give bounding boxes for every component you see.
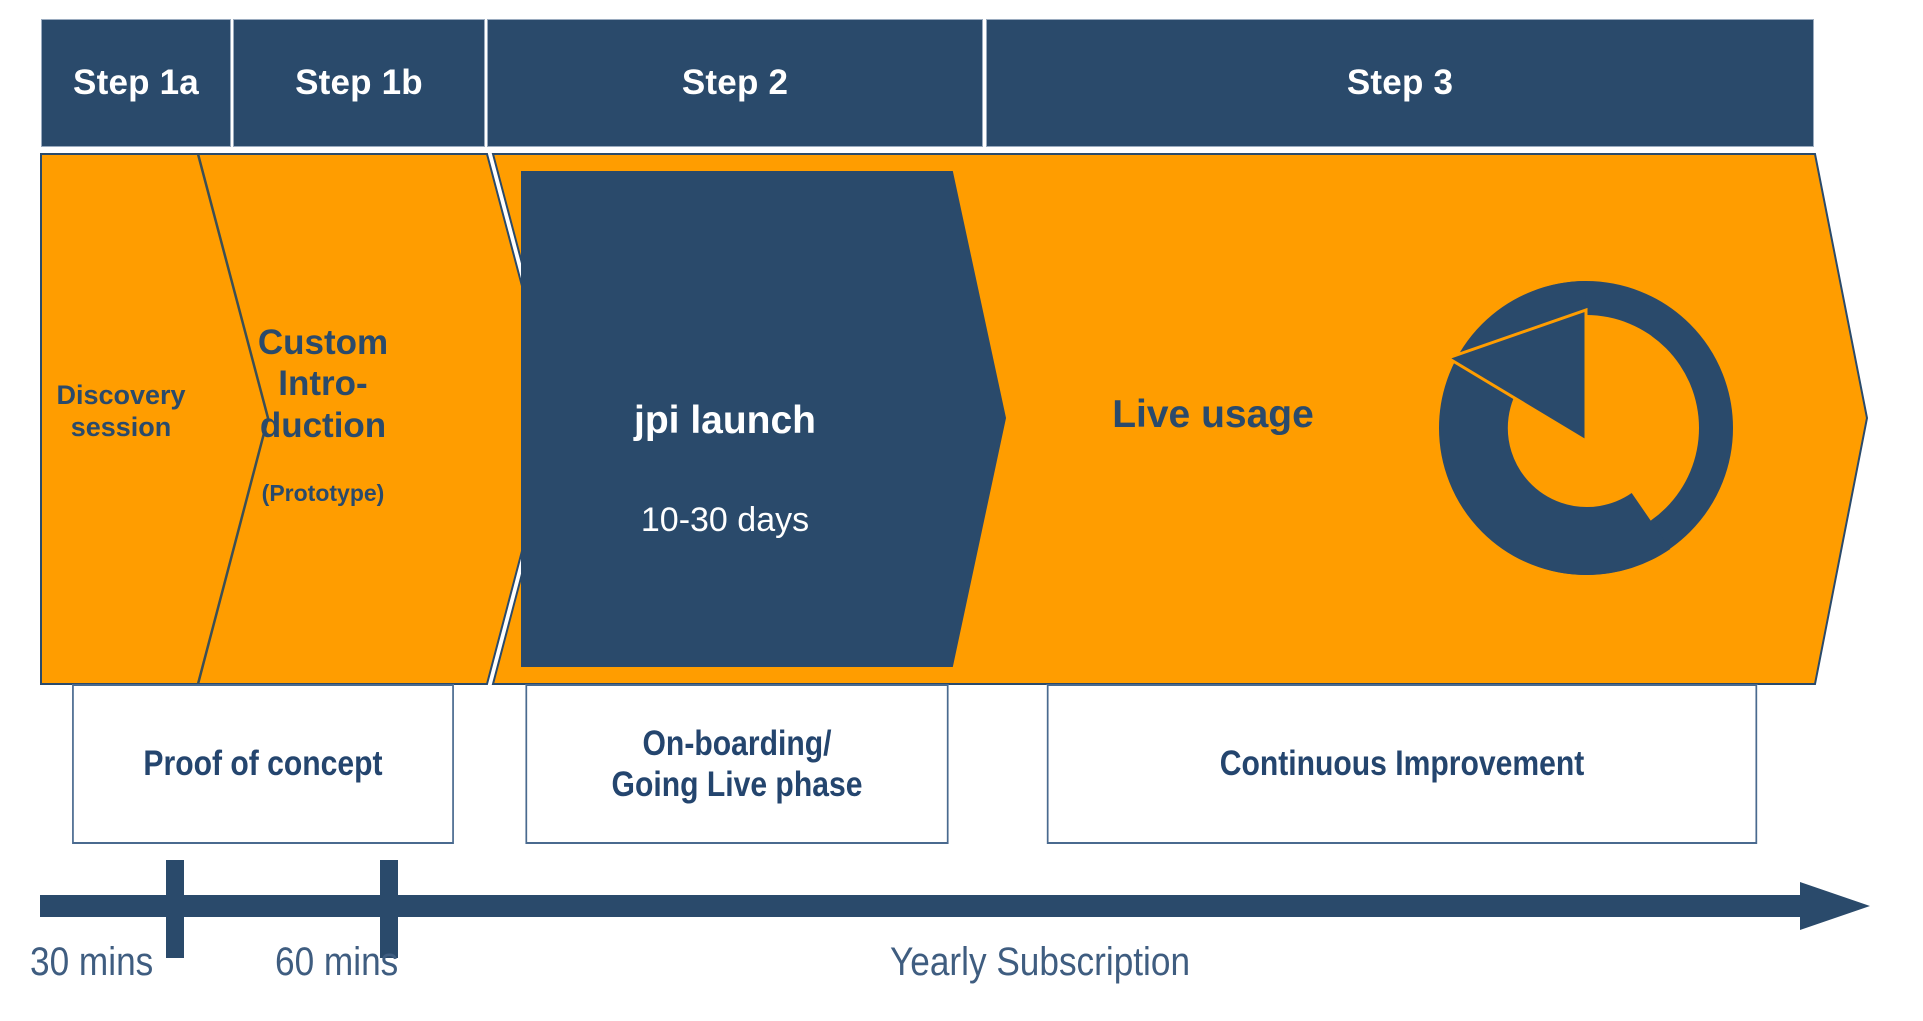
phase-onboarding-line-1: On-boarding/ bbox=[642, 723, 832, 763]
circular-arrow-icon bbox=[1439, 281, 1733, 575]
timeline-tick-1 bbox=[166, 860, 184, 958]
step-header-1b-label: Step 1b bbox=[295, 63, 423, 102]
timeline-shaft bbox=[40, 895, 1805, 917]
phase-box-onboarding-text: On-boarding/ Going Live phase bbox=[612, 723, 863, 806]
orange-chevron-poc[interactable] bbox=[40, 153, 559, 685]
phase-onboarding-line-2: Going Live phase bbox=[611, 765, 863, 804]
phase-poc-line-1: Proof of concept bbox=[143, 744, 383, 784]
step-header-1a[interactable]: Step 1a bbox=[41, 19, 231, 147]
step-header-1b[interactable]: Step 1b bbox=[233, 19, 485, 147]
timeline-tick-2 bbox=[380, 860, 398, 958]
blue-chevron-jpi-launch[interactable] bbox=[521, 171, 1007, 667]
chevron-internal-divider bbox=[196, 153, 270, 685]
timeline-arrowhead-icon bbox=[1800, 882, 1870, 930]
phase-box-continuous-improvement[interactable]: Continuous Improvement bbox=[1046, 684, 1758, 844]
timeline-label-60-mins: 60 mins bbox=[275, 940, 399, 984]
timeline-label-yearly-subscription: Yearly Subscription bbox=[890, 940, 1191, 984]
phase-box-proof-of-concept-text: Proof of concept bbox=[143, 743, 382, 784]
process-chevron-band bbox=[40, 153, 1869, 685]
step-header-2-label: Step 2 bbox=[681, 63, 789, 102]
phase-box-onboarding[interactable]: On-boarding/ Going Live phase bbox=[525, 684, 949, 844]
step-header-2[interactable]: Step 2 bbox=[487, 19, 983, 147]
phase-box-proof-of-concept[interactable]: Proof of concept bbox=[72, 684, 454, 844]
step-header-3[interactable]: Step 3 bbox=[986, 19, 1814, 147]
step-header-1a-label: Step 1a bbox=[73, 63, 199, 102]
timeline-arrow bbox=[40, 860, 1870, 958]
step-header-3-label: Step 3 bbox=[1346, 63, 1454, 102]
phase-box-continuous-improvement-text: Continuous Improvement bbox=[1220, 743, 1585, 784]
timeline-label-30-mins: 30 mins bbox=[30, 940, 154, 984]
phase-ci-line-1: Continuous Improvement bbox=[1219, 744, 1585, 784]
